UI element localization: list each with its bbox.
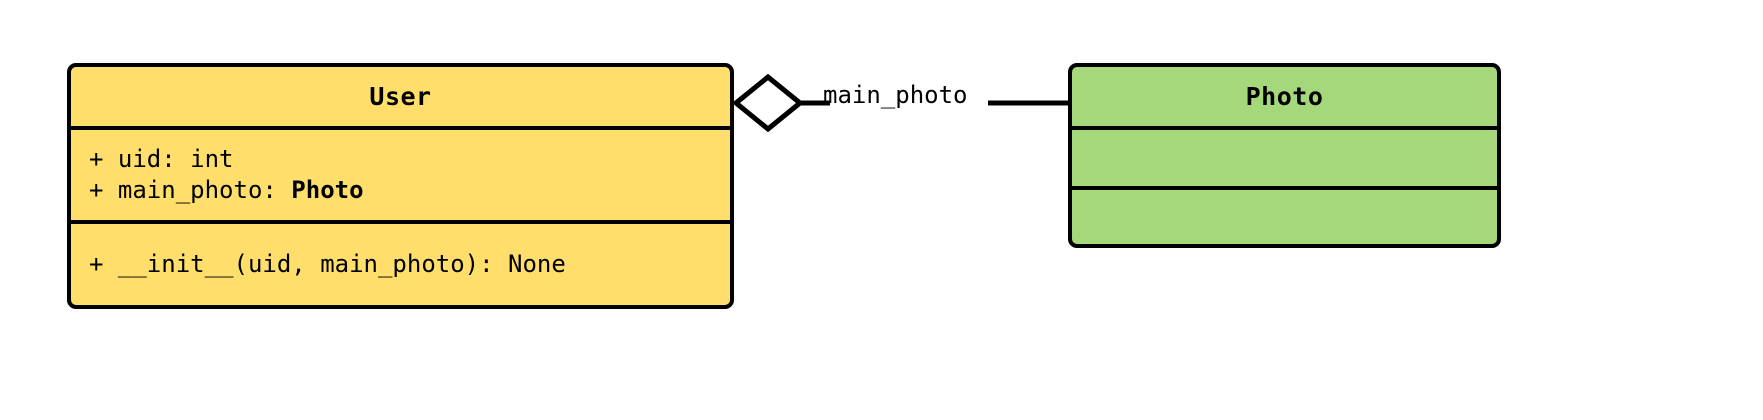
uml-attribute-main-photo-type: Photo: [291, 176, 364, 204]
uml-class-photo[interactable]: Photo: [1068, 63, 1501, 248]
uml-class-user-attributes: + uid: int + main_photo: Photo: [71, 126, 730, 220]
uml-method-init: + __init__(uid, main_photo): None: [89, 250, 566, 278]
uml-class-photo-methods: [1072, 186, 1497, 244]
aggregation-diamond-icon: [732, 73, 804, 133]
uml-attribute-main-photo: + main_photo: Photo: [89, 175, 712, 206]
uml-class-photo-attributes: [1072, 126, 1497, 186]
uml-attribute-main-photo-prefix: + main_photo:: [89, 176, 292, 204]
uml-relationship-label-main-photo: main_photo: [823, 81, 968, 109]
uml-class-photo-title: Photo: [1245, 82, 1324, 111]
uml-attribute-uid: + uid: int: [89, 145, 234, 173]
uml-class-user[interactable]: User + uid: int + main_photo: Photo + __…: [67, 63, 734, 309]
uml-class-user-methods: + __init__(uid, main_photo): None: [71, 220, 730, 305]
uml-class-user-title: User: [369, 82, 432, 111]
